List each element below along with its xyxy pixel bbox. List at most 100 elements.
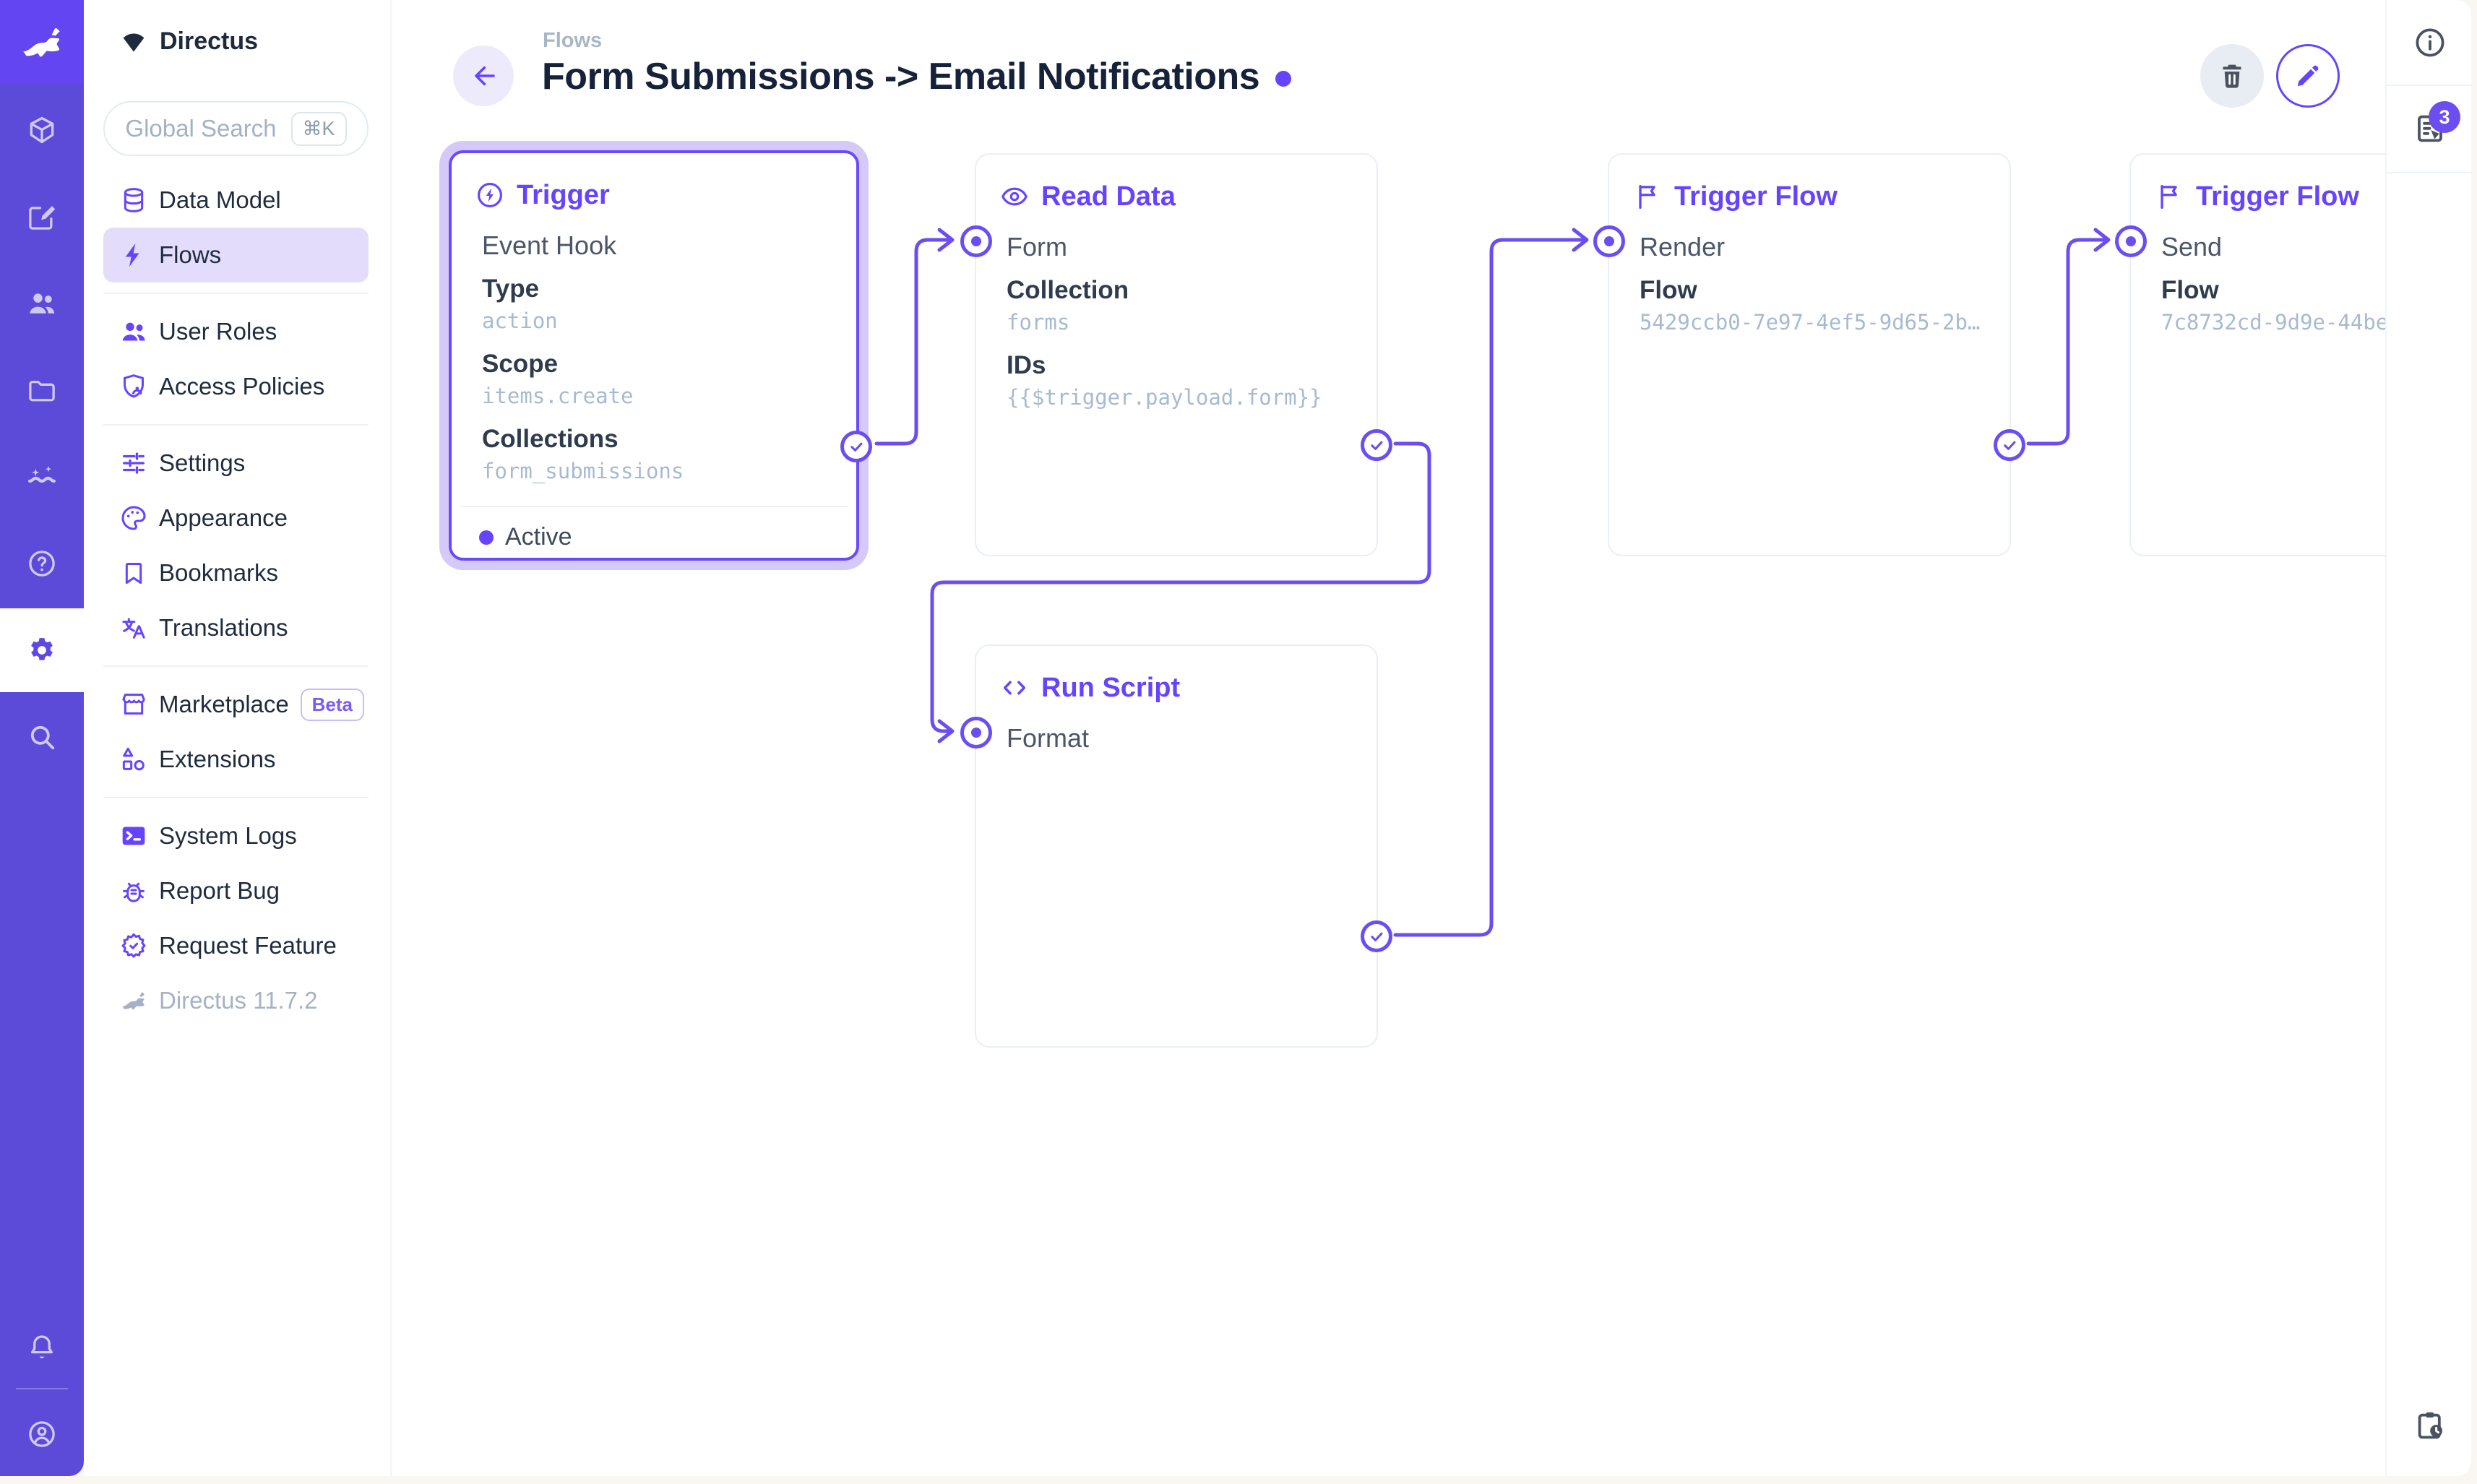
bolt-icon [119,241,148,269]
code-icon [999,673,1030,703]
panel-input-port[interactable] [960,717,992,749]
module-people-button[interactable] [0,260,84,347]
panel-input-port[interactable] [2115,225,2147,257]
module-bar [0,0,84,1476]
settings-icon [26,634,58,666]
module-search-button[interactable] [0,694,84,780]
sidebar-item-appearance[interactable]: Appearance [103,491,369,545]
panel-title: Read Data [1041,181,1176,212]
panel-footer: Active [460,506,848,551]
sidebar-item-translations[interactable]: Translations [103,600,369,655]
seal-check-icon [119,931,148,960]
panel-output-port[interactable] [1361,429,1392,461]
eye-icon [999,181,1030,212]
panel-field-key: Collections [482,425,619,453]
search-icon [26,721,58,753]
logs-button[interactable] [2387,86,2473,171]
bell-icon [26,1332,58,1363]
status-dot [479,530,494,545]
insights-icon [26,461,58,493]
sidebar-item-report-bug[interactable]: Report Bug [103,863,369,918]
panel-output-port[interactable] [1361,920,1392,952]
right-sidebar: 3 [2385,0,2473,1476]
rabbit-logo-icon [18,18,66,66]
sidebar-item-user-roles[interactable]: User Roles [103,304,369,359]
panel-output-port[interactable] [1994,429,2025,461]
flow-color-dot [1275,71,1292,87]
panel-field-value: {{$trigger.payload.form}} [1007,385,1322,410]
folder-icon [26,374,58,406]
project-header[interactable]: Directus [84,14,390,68]
module-bell-button[interactable] [0,1304,84,1391]
sidebar-item-flows[interactable]: Flows [103,228,369,282]
sidebar-divider [2387,85,2473,86]
info-button[interactable] [2387,0,2473,85]
flag-icon [2154,181,2184,212]
directus-version: Directus 11.7.2 [103,973,369,1028]
module-avatar-button[interactable] [0,1391,84,1477]
back-button[interactable] [453,46,514,106]
panel-input-port[interactable] [1593,225,1625,257]
sidebar-item-data-model[interactable]: Data Model [103,173,369,228]
panel-field-value: form_submissions [482,459,684,483]
sidebar-item-label: Flows [159,241,222,268]
module-settings-button[interactable] [0,608,84,692]
module-folder-button[interactable] [0,347,84,433]
page-title: Form Submissions -> Email Notifications [542,56,1260,98]
module-help-button[interactable] [0,520,84,607]
panel-field-key: Scope [482,350,559,378]
database-icon [119,186,148,215]
flag-icon [1632,181,1663,212]
module-insights-button[interactable] [0,433,84,520]
help-icon [26,548,58,579]
beta-badge: Beta [300,688,364,721]
sidebar-item-label: User Roles [159,318,277,345]
users-icon [119,317,148,346]
panel-field-key: Flow [1640,276,1697,304]
module-bar-divider [16,1388,68,1389]
panel-operation-name: Form [1007,232,1067,262]
sidebar-item-request-feature[interactable]: Request Feature [103,918,369,973]
sidebar-item-extensions[interactable]: Extensions [103,732,369,787]
sidebar-item-label: Request Feature [159,932,337,959]
info-icon [2413,25,2447,60]
sidebar-item-system-logs[interactable]: System Logs [103,808,369,863]
module-edit-button[interactable] [0,173,84,260]
panel-field-value: forms [1007,310,1070,335]
panel-field-key: Collection [1007,276,1129,304]
panel-operation-name: Format [1007,723,1090,753]
sidebar-item-label: System Logs [159,822,297,849]
search-input[interactable]: Global Search ⌘K [103,101,369,156]
sidebar-item-label: Bookmarks [159,559,279,586]
edit-button[interactable] [2276,44,2340,108]
nav-divider [84,282,390,304]
status-label: Active [505,523,572,551]
flow-canvas[interactable]: Flows Form Submissions -> Email Notifica… [390,0,2385,1476]
panel-output-port[interactable] [840,431,872,462]
panel-field-value: 7c8732cd-9d9e-44be [2161,310,2385,335]
sidebar-item-access-policies[interactable]: Access Policies [103,359,369,414]
module-box-button[interactable] [0,87,84,173]
sidebar-item-label: Access Policies [159,373,325,400]
clipboard-history-button[interactable] [2387,1397,2473,1454]
panel-input-port[interactable] [960,225,992,257]
breadcrumb[interactable]: Flows [543,29,603,52]
delete-button[interactable] [2200,44,2264,108]
avatar-icon [26,1418,58,1450]
panel-title: Trigger Flow [2196,181,2359,212]
directus-logo-tile[interactable] [0,0,84,84]
sidebar-item-bookmarks[interactable]: Bookmarks [103,545,369,600]
bug-icon [119,876,148,905]
panel-operation-name: Send [2161,232,2223,262]
search-placeholder: Global Search [125,115,277,142]
logs-count-badge: 3 [2429,101,2460,133]
rabbit-icon [119,986,148,1015]
sidebar-item-settings[interactable]: Settings [103,436,369,491]
